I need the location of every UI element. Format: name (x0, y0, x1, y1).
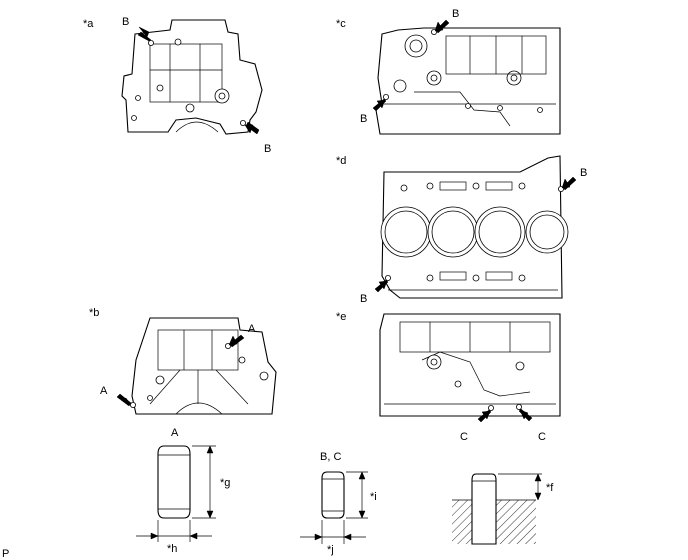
corner-code: P (2, 548, 9, 560)
pin-bc-width-label: *j (327, 544, 334, 556)
pin-a-title: A (171, 427, 179, 439)
callout-c: C (460, 431, 468, 443)
arrow-icon (519, 409, 529, 420)
block-section-hatch (496, 500, 536, 544)
view-d-label: *d (336, 155, 346, 167)
view-e: *e C C (336, 311, 561, 443)
pin-bc-height-label: *i (370, 491, 377, 503)
view-b-label: *b (89, 307, 99, 319)
pin-a-width-label: *h (167, 543, 177, 555)
arrow-icon (434, 21, 444, 32)
engine-block-view-c (375, 27, 561, 135)
arrow-icon (120, 397, 131, 405)
callout-b: B (122, 16, 129, 28)
view-a: *a B B (83, 16, 271, 155)
view-c-label: *c (336, 18, 346, 30)
arrow-icon (376, 99, 386, 109)
dowel-pin-a (157, 445, 191, 519)
view-d: *d B (336, 155, 587, 305)
dimension-arrow-icon (206, 510, 214, 519)
dimension-arrow-icon (314, 533, 323, 541)
engine-block-view-b (131, 317, 277, 415)
pin-location-c (487, 404, 494, 411)
arrow-icon (228, 335, 238, 346)
engine-block-view-a (121, 19, 263, 135)
pin-a-detail: A *g *h (136, 427, 230, 555)
view-e-label: *e (336, 311, 346, 323)
dimension-arrow-icon (189, 532, 198, 540)
dimension-arrow-icon (343, 533, 352, 541)
callout-c: C (538, 431, 546, 443)
pin-location-b (147, 40, 154, 47)
pin-location-b (382, 94, 389, 101)
pin-location-c (516, 403, 523, 410)
pin-location-a (129, 401, 136, 408)
pin-location-b (384, 274, 391, 281)
pin-bc-detail: B, C *i *j (300, 451, 377, 556)
callout-b: B (360, 113, 367, 125)
dimension-arrow-icon (358, 471, 366, 480)
cylinder-block-deck-view-d (380, 155, 569, 299)
arrow-icon (481, 410, 491, 420)
callout-b: B (580, 167, 587, 179)
view-b: *b A A (89, 307, 277, 415)
arrow-icon (138, 26, 150, 38)
dimension-arrow-icon (206, 445, 214, 454)
callout-b: B (452, 8, 459, 20)
arrow-icon (378, 280, 388, 290)
dimension-arrow-icon (150, 532, 159, 540)
pin-a-height-label: *g (220, 477, 230, 489)
pin-location-b (239, 120, 246, 127)
arrow-icon (244, 124, 254, 134)
block-section-hatch (452, 500, 472, 544)
view-c: *c B B (336, 8, 561, 135)
arrow-icon (137, 31, 152, 42)
callout-b: B (360, 293, 367, 305)
engine-block-view-e (379, 313, 561, 417)
callout-b: B (264, 143, 271, 155)
dowel-pin-installed (471, 473, 497, 545)
dimension-arrow-icon (534, 492, 542, 501)
protrusion-label: *f (546, 482, 554, 494)
dowel-pin-bc (321, 471, 345, 519)
view-a-label: *a (83, 18, 94, 30)
callout-a: A (248, 323, 256, 335)
installed-pin-detail: *f (452, 473, 554, 545)
pin-bc-title: B, C (320, 451, 341, 463)
callout-a: A (100, 385, 108, 397)
dimension-arrow-icon (534, 473, 542, 482)
dimension-arrow-icon (358, 510, 366, 519)
arrow-icon (561, 178, 571, 189)
